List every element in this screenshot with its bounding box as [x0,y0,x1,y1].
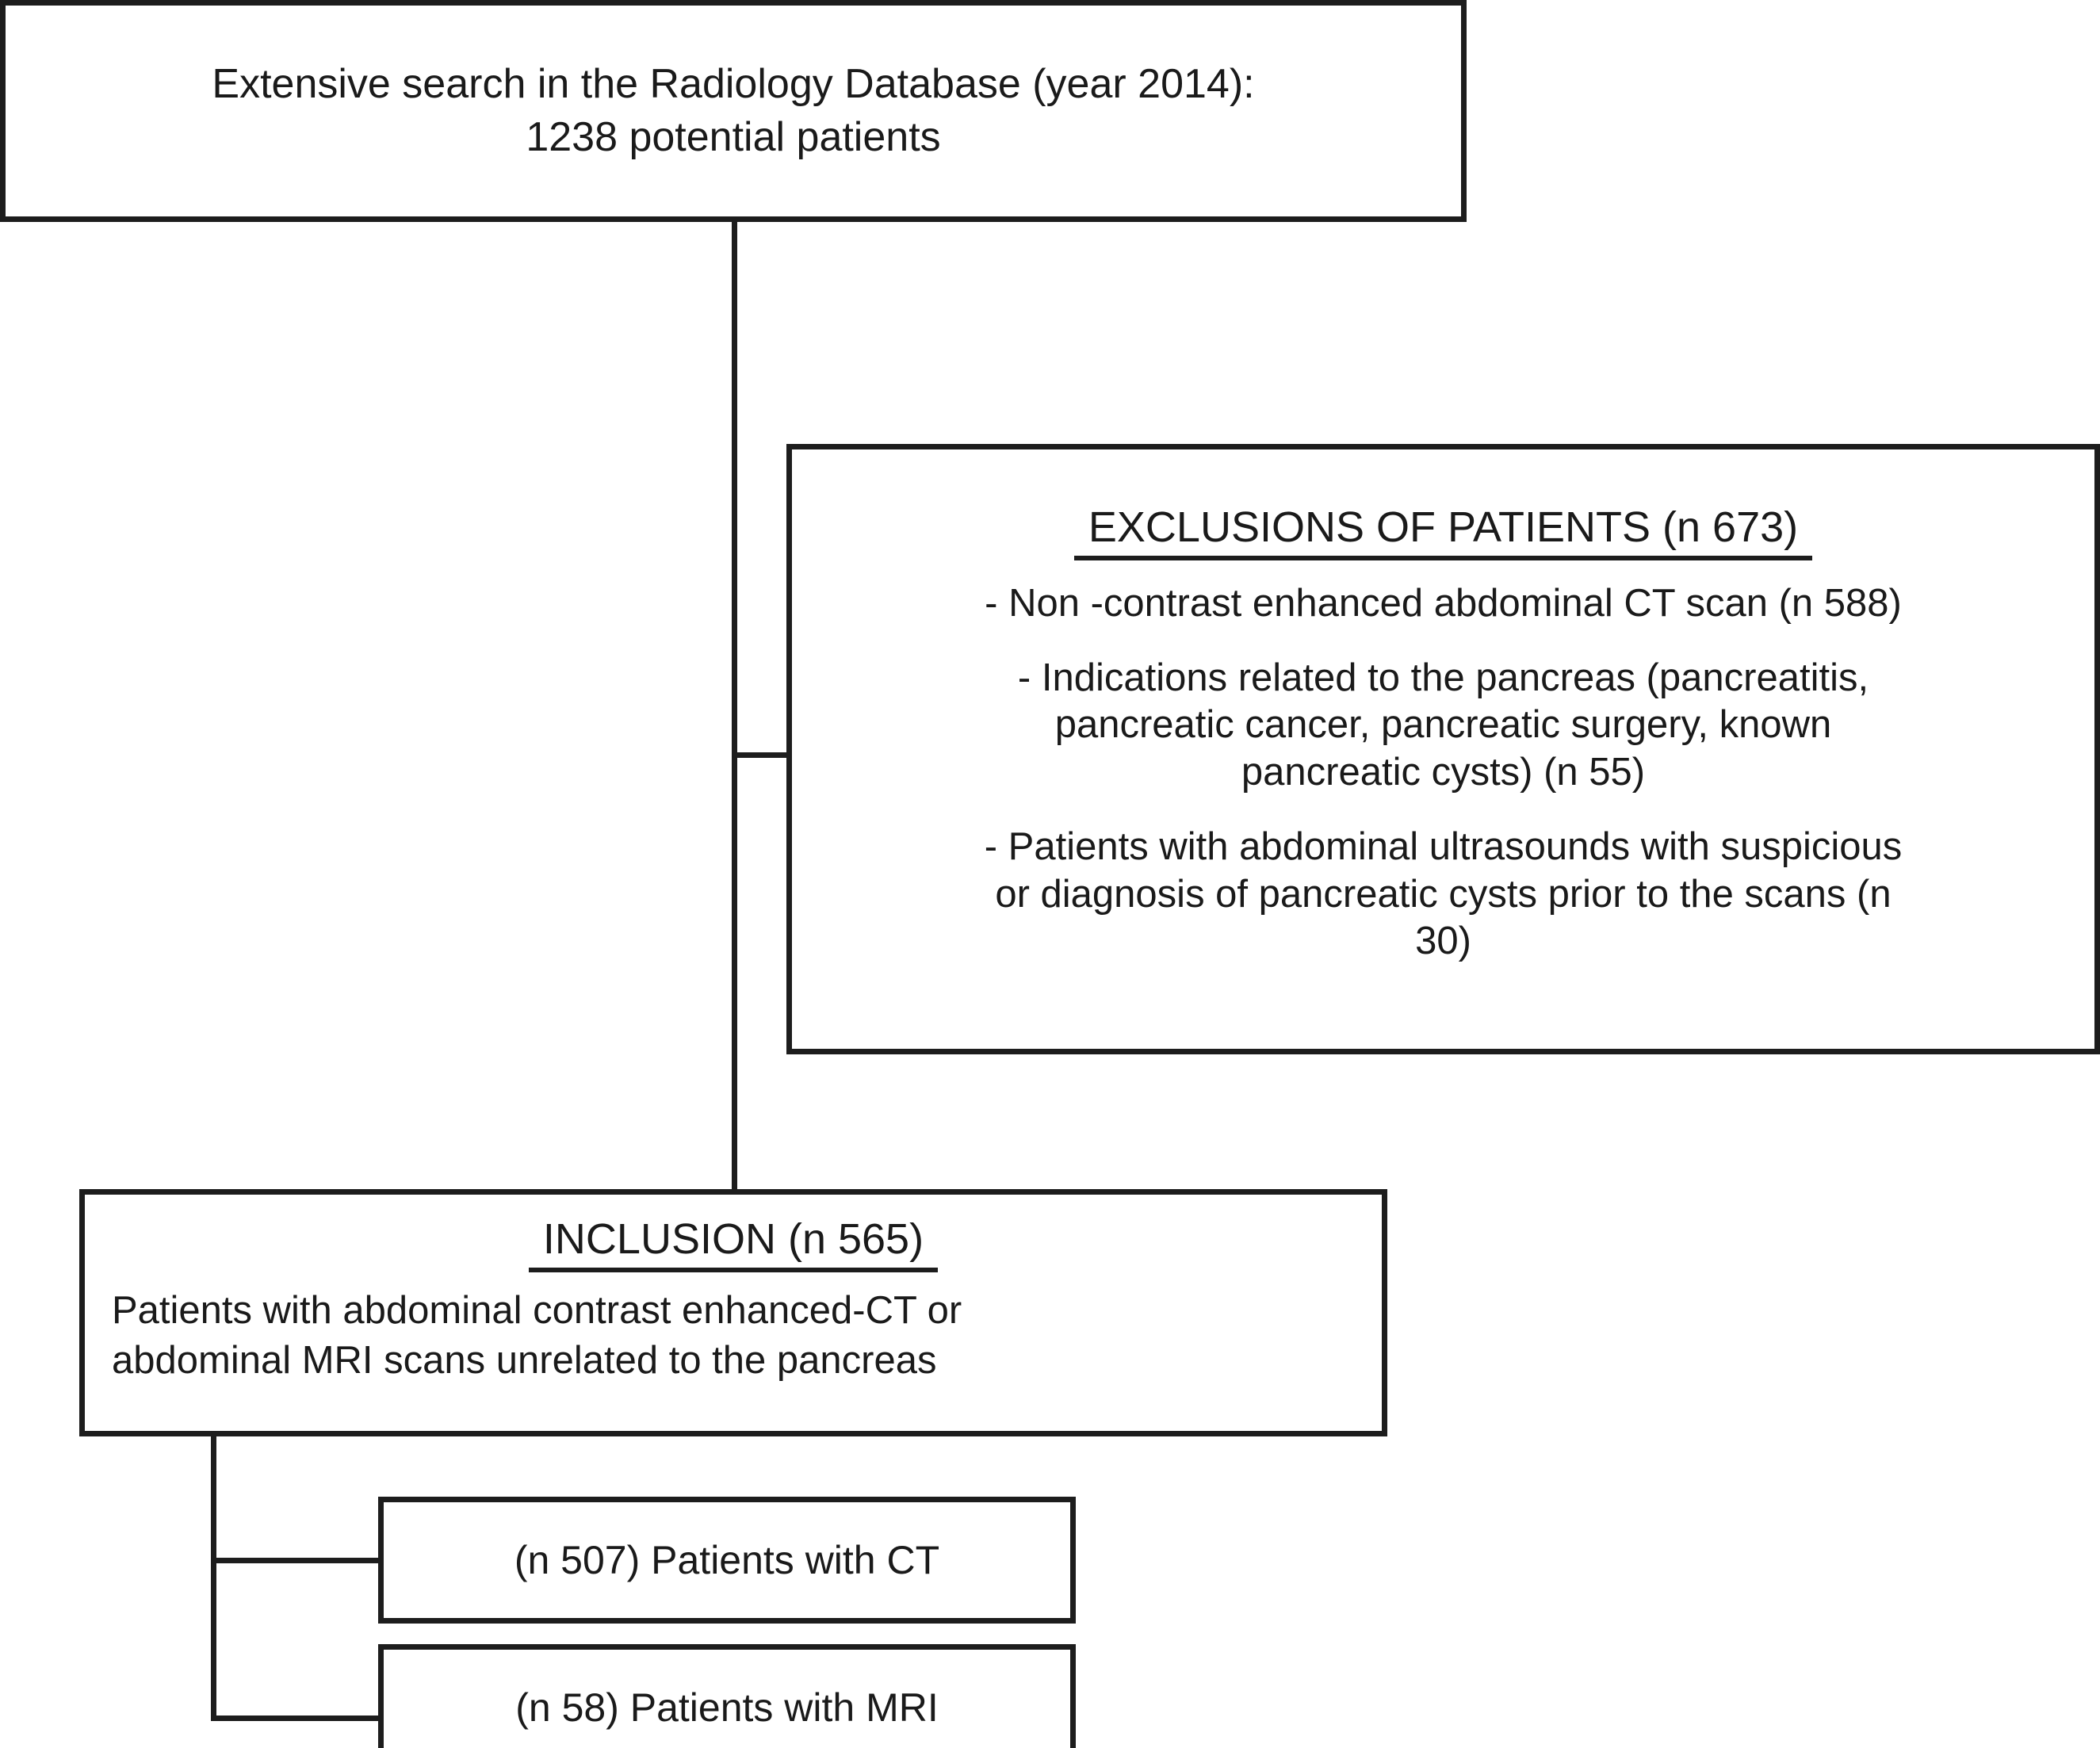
connector-branch-to-ct [211,1558,385,1563]
exclusion-item: - Patients with abdominal ultrasounds wi… [824,824,2063,966]
inclusion-body-line2: abdominal MRI scans unrelated to the pan… [112,1339,937,1383]
exclusion-item: - Indications related to the pancreas (p… [824,655,2063,797]
patients-with-mri-label: (n 58) Patients with MRI [515,1685,939,1730]
connector-trunk-vertical [732,220,737,1195]
exclusion-item-line: 30) [1415,920,1471,963]
patients-with-mri-box: (n 58) Patients with MRI [378,1644,1076,1748]
exclusion-item-line: or diagnosis of pancreatic cysts prior t… [995,872,1892,916]
exclusions-box: EXCLUSIONS OF PATIENTS (n 673) - Non -co… [786,444,2100,1054]
patients-with-ct-label: (n 507) Patients with CT [514,1538,940,1582]
exclusion-item-line: - Non -contrast enhanced abdominal CT sc… [985,581,1902,625]
exclusion-item-line: - Patients with abdominal ultrasounds wi… [984,824,1903,868]
connector-branch-to-mri [211,1715,385,1721]
connector-to-exclusions [732,752,792,758]
exclusion-item-line: pancreatic cancer, pancreatic surgery, k… [1054,703,1832,747]
source-box: Extensive search in the Radiology Databa… [0,0,1467,222]
inclusion-body: Patients with abdominal contrast enhance… [105,1286,1361,1387]
source-box-line1: Extensive search in the Radiology Databa… [212,61,1255,108]
exclusions-title: EXCLUSIONS OF PATIENTS (n 673) [824,502,2063,560]
exclusions-title-text: EXCLUSIONS OF PATIENTS (n 673) [1073,503,1813,560]
inclusion-title: INCLUSION (n 565) [105,1214,1361,1272]
connector-branch-vertical [211,1432,216,1721]
exclusion-item: - Non -contrast enhanced abdominal CT sc… [824,580,2063,628]
exclusion-item-line: pancreatic cysts) (n 55) [1241,751,1646,794]
inclusion-box: INCLUSION (n 565) Patients with abdomina… [79,1189,1387,1436]
inclusion-title-text: INCLUSION (n 565) [528,1215,939,1272]
exclusion-item-line: - Indications related to the pancreas (p… [1017,656,1869,699]
inclusion-body-line1: Patients with abdominal contrast enhance… [112,1288,962,1332]
source-box-line2: 1238 potential patients [526,114,941,160]
patients-with-ct-box: (n 507) Patients with CT [378,1497,1076,1624]
